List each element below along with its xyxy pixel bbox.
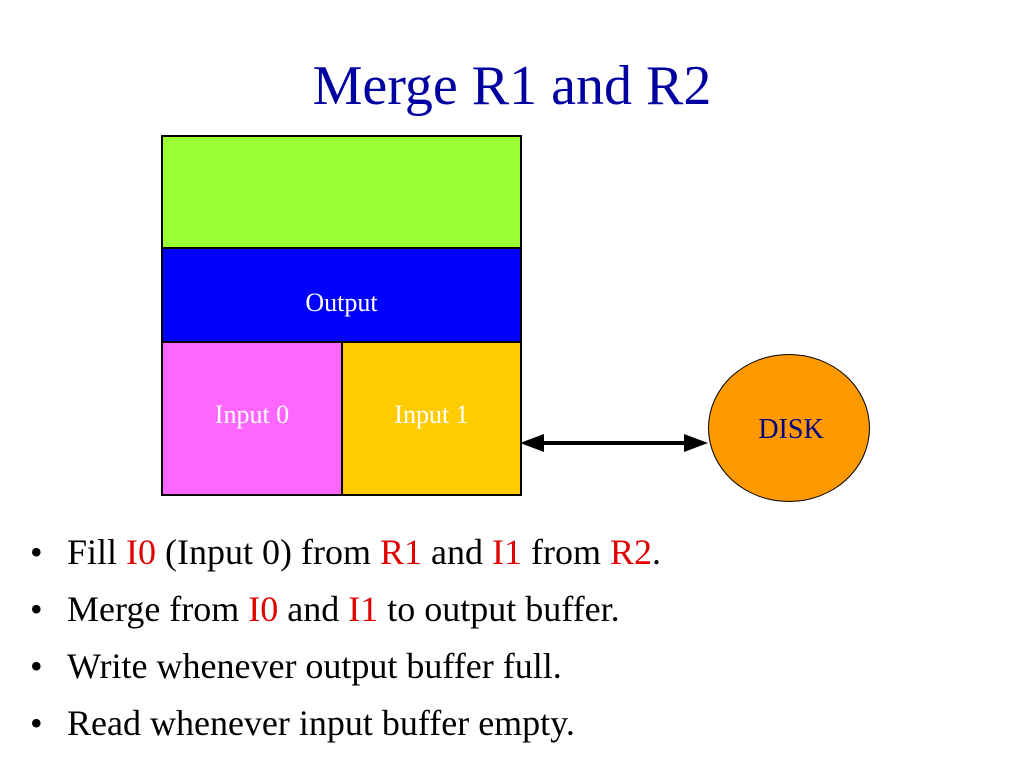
highlight-i1: I1 xyxy=(348,589,379,629)
bullet-marker: • xyxy=(30,646,43,686)
double-arrow-icon xyxy=(520,434,708,452)
disk-circle xyxy=(708,354,870,502)
highlight-r1: R1 xyxy=(379,532,422,572)
bullet-item-write: •Write whenever output buffer full. xyxy=(30,638,1010,695)
slide-title: Merge R1 and R2 xyxy=(312,55,712,117)
input1-buffer-label: Input 1 xyxy=(394,400,469,429)
input0-buffer-block xyxy=(161,341,343,496)
input1-buffer-block xyxy=(341,341,522,496)
highlight-i0: I0 xyxy=(126,532,157,572)
highlight-r2: R2 xyxy=(609,532,652,572)
output-buffer-label: Output xyxy=(305,288,378,317)
bullet-marker: • xyxy=(30,703,43,743)
highlight-i1: I1 xyxy=(491,532,522,572)
bullet-marker: • xyxy=(30,589,43,629)
bullet-item-merge: •Merge from I0 and I1 to output buffer. xyxy=(30,581,1010,638)
highlight-i0: I0 xyxy=(248,589,279,629)
unused-buffer-block xyxy=(161,135,522,249)
bullet-item-read: •Read whenever input buffer empty. xyxy=(30,695,1010,752)
bullet-list: •Fill I0 (Input 0) from R1 and I1 from R… xyxy=(30,524,1010,752)
bullet-item-fill: •Fill I0 (Input 0) from R1 and I1 from R… xyxy=(30,524,1010,581)
disk-label: DISK xyxy=(758,414,824,445)
input0-buffer-label: Input 0 xyxy=(214,400,290,429)
bullet-marker: • xyxy=(30,532,43,572)
output-buffer-block xyxy=(161,247,522,343)
